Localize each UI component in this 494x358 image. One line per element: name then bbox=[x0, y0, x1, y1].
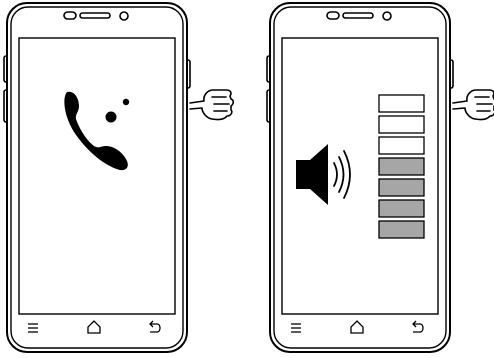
phone-earpiece-2 bbox=[326, 11, 340, 20]
back-icon bbox=[149, 320, 161, 333]
pressing-hand-icon-2 bbox=[452, 89, 494, 121]
volume-bar-empty bbox=[378, 94, 425, 113]
volume-level-bars bbox=[378, 94, 425, 239]
pressing-hand-icon bbox=[189, 89, 235, 121]
volume-bar-filled bbox=[378, 199, 425, 218]
phone-front-camera bbox=[119, 11, 129, 21]
phone-front-camera-2 bbox=[382, 11, 392, 21]
nav-bar-left bbox=[28, 320, 161, 334]
phone-earpiece bbox=[63, 11, 77, 20]
home-icon bbox=[87, 320, 101, 334]
volume-bar-empty bbox=[378, 136, 425, 155]
speaker-icon bbox=[296, 144, 351, 205]
menu-icon bbox=[28, 323, 38, 333]
volume-bar-filled bbox=[378, 178, 425, 197]
home-icon-2 bbox=[350, 320, 364, 334]
nav-bar-right bbox=[291, 320, 424, 334]
volume-bar-empty bbox=[378, 115, 425, 134]
phone-speaker-slot-2 bbox=[342, 12, 374, 19]
phone-screen bbox=[18, 37, 176, 315]
volume-bar-filled bbox=[378, 157, 425, 176]
phone-call-icon bbox=[64, 91, 130, 171]
phone-left bbox=[3, 2, 191, 353]
volume-bar-filled bbox=[378, 220, 425, 239]
back-icon-2 bbox=[412, 320, 424, 333]
phone-right bbox=[266, 2, 454, 353]
phone-body-inner bbox=[10, 6, 184, 349]
menu-icon-2 bbox=[291, 323, 301, 333]
phone-body-inner-2 bbox=[273, 6, 447, 349]
phone-speaker-slot bbox=[79, 12, 111, 19]
